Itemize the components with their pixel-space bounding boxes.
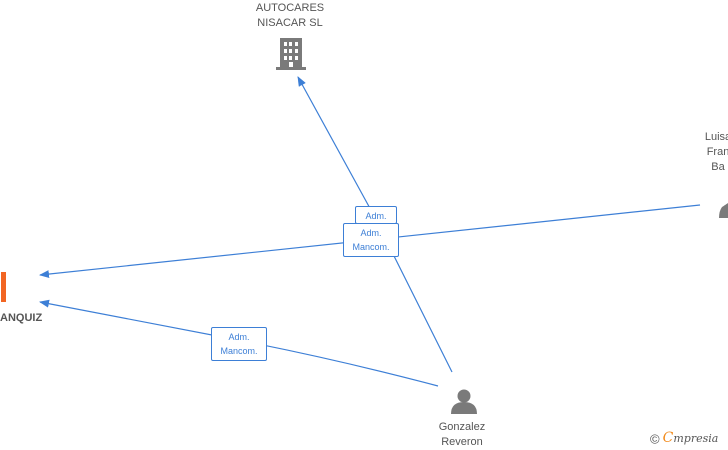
empresia-watermark: © Cmpresia — [650, 430, 718, 447]
edge-label-line: Mancom. — [352, 242, 390, 252]
node-label-line: AUTOCARES — [255, 2, 325, 14]
edge-label-adm-mancom: Adm. Mancom. — [211, 327, 267, 361]
copyright-symbol: © — [650, 431, 660, 447]
node-label-line: Ba — [711, 161, 725, 173]
edge-label-line: Adm. — [365, 211, 387, 221]
node-label-line: Gonzalez — [438, 421, 486, 433]
brand-initial: C — [662, 430, 674, 446]
person-icon[interactable] — [451, 389, 477, 415]
node-label-line: ANQUIZ — [0, 312, 43, 324]
node-label-autocares[interactable]: AUTOCARES NISACAR SL — [232, 1, 348, 31]
edge-label-adm-mancom: Adm. Mancom. — [343, 223, 399, 257]
node-label-gonzalez[interactable]: Gonzalez Reveron — [412, 420, 512, 450]
node-label-line: Luisa — [704, 131, 728, 143]
edge-label-line: Mancom. — [220, 346, 258, 356]
node-label-line: NISACAR SL — [257, 17, 323, 29]
node-label-line: Reveron — [441, 436, 483, 448]
brand-name: mpresia — [673, 432, 719, 445]
company-marker-icon[interactable] — [1, 272, 6, 302]
edge-label-line: Adm. — [360, 228, 382, 238]
node-label-company-left[interactable]: ANQUIZ — [0, 311, 42, 326]
edge-label-line: Adm. — [228, 332, 250, 342]
node-label-line: Fran — [706, 146, 728, 158]
building-icon[interactable] — [276, 38, 306, 70]
edge-label-adm: Adm. — [355, 206, 397, 224]
person-icon[interactable] — [719, 203, 728, 218]
node-label-luisa[interactable]: Luisa Fran Ba — [690, 130, 728, 175]
